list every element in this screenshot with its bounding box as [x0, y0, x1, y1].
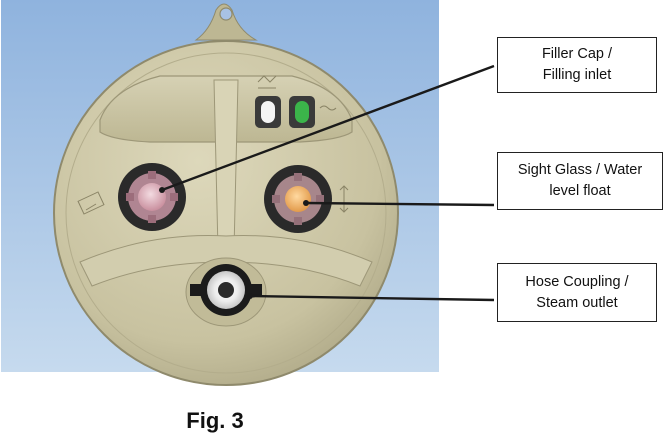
callout-hose-coupling-line2: Steam outlet [536, 294, 618, 311]
leader-sight [305, 201, 495, 207]
leader-lines [161, 64, 495, 302]
indicator-lights [255, 96, 315, 128]
callout-sight-glass-line2: level float [549, 183, 611, 199]
filler-cap [118, 163, 186, 231]
leader-dots [159, 187, 309, 299]
sight-glass [264, 165, 332, 233]
fill-symbol-icon [77, 191, 105, 215]
level-marks-icon [339, 185, 349, 213]
callout-filler-cap-line1: Filler Cap / [541, 46, 613, 62]
on-symbol-icon [319, 105, 337, 111]
callout-hose-coupling: Hose Coupling / Steam outlet [497, 263, 657, 322]
leader-hose [249, 294, 495, 302]
hanging-tab [194, 3, 258, 41]
callout-filler-cap-line2: Filling inlet [542, 67, 612, 83]
callout-sight-glass: Sight Glass / Water level float [497, 152, 663, 210]
callout-filler-cap: Filler Cap / Filling inlet [497, 37, 657, 93]
steam-symbol-icon [257, 75, 277, 89]
leader-filler [161, 64, 495, 192]
figure-caption: Fig. 3 [186, 408, 244, 433]
callout-sight-glass-line1: Sight Glass / Water [517, 162, 643, 178]
callout-hose-coupling-line1: Hose Coupling / [525, 273, 629, 290]
hose-coupling [185, 257, 267, 327]
